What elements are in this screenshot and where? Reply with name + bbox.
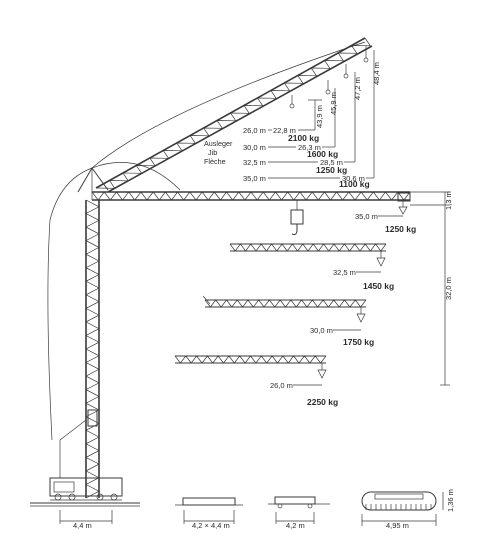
dim-label: 32,5 m [243,158,266,167]
load-label: 1100 kg [339,179,370,189]
hjib-radius-2: 30,0 m 1750 kg [202,295,374,347]
tower-base-label: 4,4 m [73,521,92,530]
base-height-label: 1,36 m [446,489,455,512]
base-dim-label: 4,95 m [386,521,409,530]
load-label: 2250 kg [307,397,338,407]
luffing-jib [95,37,373,193]
base-option-0: 4,2 × 4,4 m [175,497,243,530]
base-option-1: 4,2 m [268,496,330,530]
base-option-2: 4,95 m 1,36 m [361,489,455,530]
load-label: 1250 kg [316,165,347,175]
hjib-offset: 1,3 m [410,191,453,210]
dim-label: 30,0 m [243,143,266,152]
crane-tower [85,199,100,499]
base-dim-label: 4,2 × 4,4 m [192,521,230,530]
load-label: 1450 kg [363,281,394,291]
jib-label-fr: Flèche [204,157,226,166]
reach-label: 28,5 m [320,158,343,167]
dim-label: 26,0 m [243,126,266,135]
reach-label: 22,8 m [273,126,296,135]
dim-label: 35,0 m [355,212,378,221]
reach-label: 26,3 m [298,143,321,152]
jib-label: Ausleger Jib Flèche [204,139,233,166]
height-label: 43,9 m [315,105,324,128]
hjib-radius-0: 35,0 m 1250 kg [355,201,416,234]
hook-height: 32,0 m [440,205,453,386]
dim-label: 30,0 m [310,326,333,335]
jib-label-de: Ausleger [204,139,233,148]
crane-head [47,41,366,441]
luffing-radius-row-2: 32,5 m 28,5 m 1250 kg 47,2 m [243,72,362,175]
jib-label-en: Jib [208,148,217,157]
dim-label: 35,0 m [243,174,266,183]
jib-offset-label: 1,3 m [444,191,453,210]
height-label: 48,4 m [372,62,381,85]
hook-icon [290,200,304,235]
luffing-radius-row-0: 26,0 m 22,8 m 2100 kg 43,9 m [243,99,324,143]
luffing-hook-icons [289,46,369,109]
crane-undercarriage [49,419,123,501]
luffing-radius-row-1: 30,0 m 26,3 m 1600 kg 45,9 m [243,88,338,159]
height-label: 47,2 m [353,77,362,100]
dim-label: 26,0 m [270,381,293,390]
load-label: 1250 kg [385,224,416,234]
horizontal-jib [91,191,411,202]
hjib-radius-1: 32,5 m 1450 kg [229,243,394,291]
base-dim-label: 4,2 m [286,521,305,530]
load-label: 1600 kg [307,149,338,159]
tower-base-dim: 4,4 m [59,510,113,530]
hjib-radius-3: 26,0 m 2250 kg [174,355,338,407]
dim-label: 32,5 m [333,268,356,277]
hook-height-label: 32,0 m [444,277,453,300]
luffing-radius-row-3: 35,0 m 30,6 m 1100 kg 48,4 m [243,50,381,189]
load-label: 2100 kg [288,133,319,143]
height-label: 45,9 m [329,92,338,115]
load-label: 1750 kg [343,337,374,347]
reach-label: 30,6 m [342,174,365,183]
